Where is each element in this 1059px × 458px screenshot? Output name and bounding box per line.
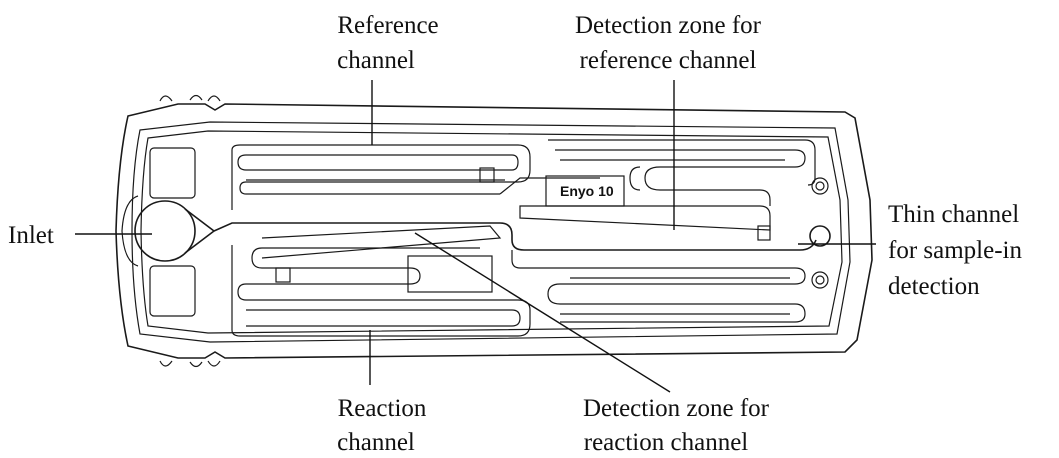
right-upper-serpentine <box>548 139 829 206</box>
chip-name: Enyo 10 <box>560 183 614 199</box>
label-reaction-channel: Reaction channel <box>337 395 427 456</box>
svg-text:for sample-in: for sample-in <box>888 237 1022 264</box>
label-reference-channel: Reference channel <box>337 12 439 74</box>
leader-detection-zone-reaction <box>414 232 671 393</box>
svg-text:detection: detection <box>888 273 980 300</box>
inlet-chamber <box>121 147 216 317</box>
reaction-detection-window <box>407 255 493 293</box>
svg-text:channel: channel <box>337 429 415 456</box>
reaction-serpentine-channel <box>231 225 531 337</box>
svg-text:Reaction: Reaction <box>338 395 427 422</box>
svg-text:Detection zone for: Detection zone for <box>583 395 770 422</box>
svg-text:channel: channel <box>337 47 415 74</box>
right-lower-serpentine <box>511 250 829 323</box>
chip-body <box>115 94 873 368</box>
sample-in-thin-channel <box>213 222 817 251</box>
label-thin-channel: Thin channel for sample-in detection <box>888 201 1022 300</box>
svg-text:reference channel: reference channel <box>580 47 757 74</box>
label-detection-zone-reference: Detection zone for reference channel <box>575 12 762 74</box>
svg-text:reaction channel: reaction channel <box>584 429 749 456</box>
svg-text:Detection zone for: Detection zone for <box>575 12 762 39</box>
chip-name-plate: Enyo 10 <box>545 175 625 207</box>
leader-lines <box>75 80 876 393</box>
thin-channel-outlet-port <box>809 225 831 247</box>
label-inlet: Inlet <box>8 222 54 249</box>
svg-text:Reference: Reference <box>337 12 438 39</box>
reference-serpentine-channel <box>231 144 771 241</box>
svg-text:Thin channel: Thin channel <box>888 201 1019 228</box>
label-detection-zone-reaction: Detection zone for reaction channel <box>583 395 770 456</box>
